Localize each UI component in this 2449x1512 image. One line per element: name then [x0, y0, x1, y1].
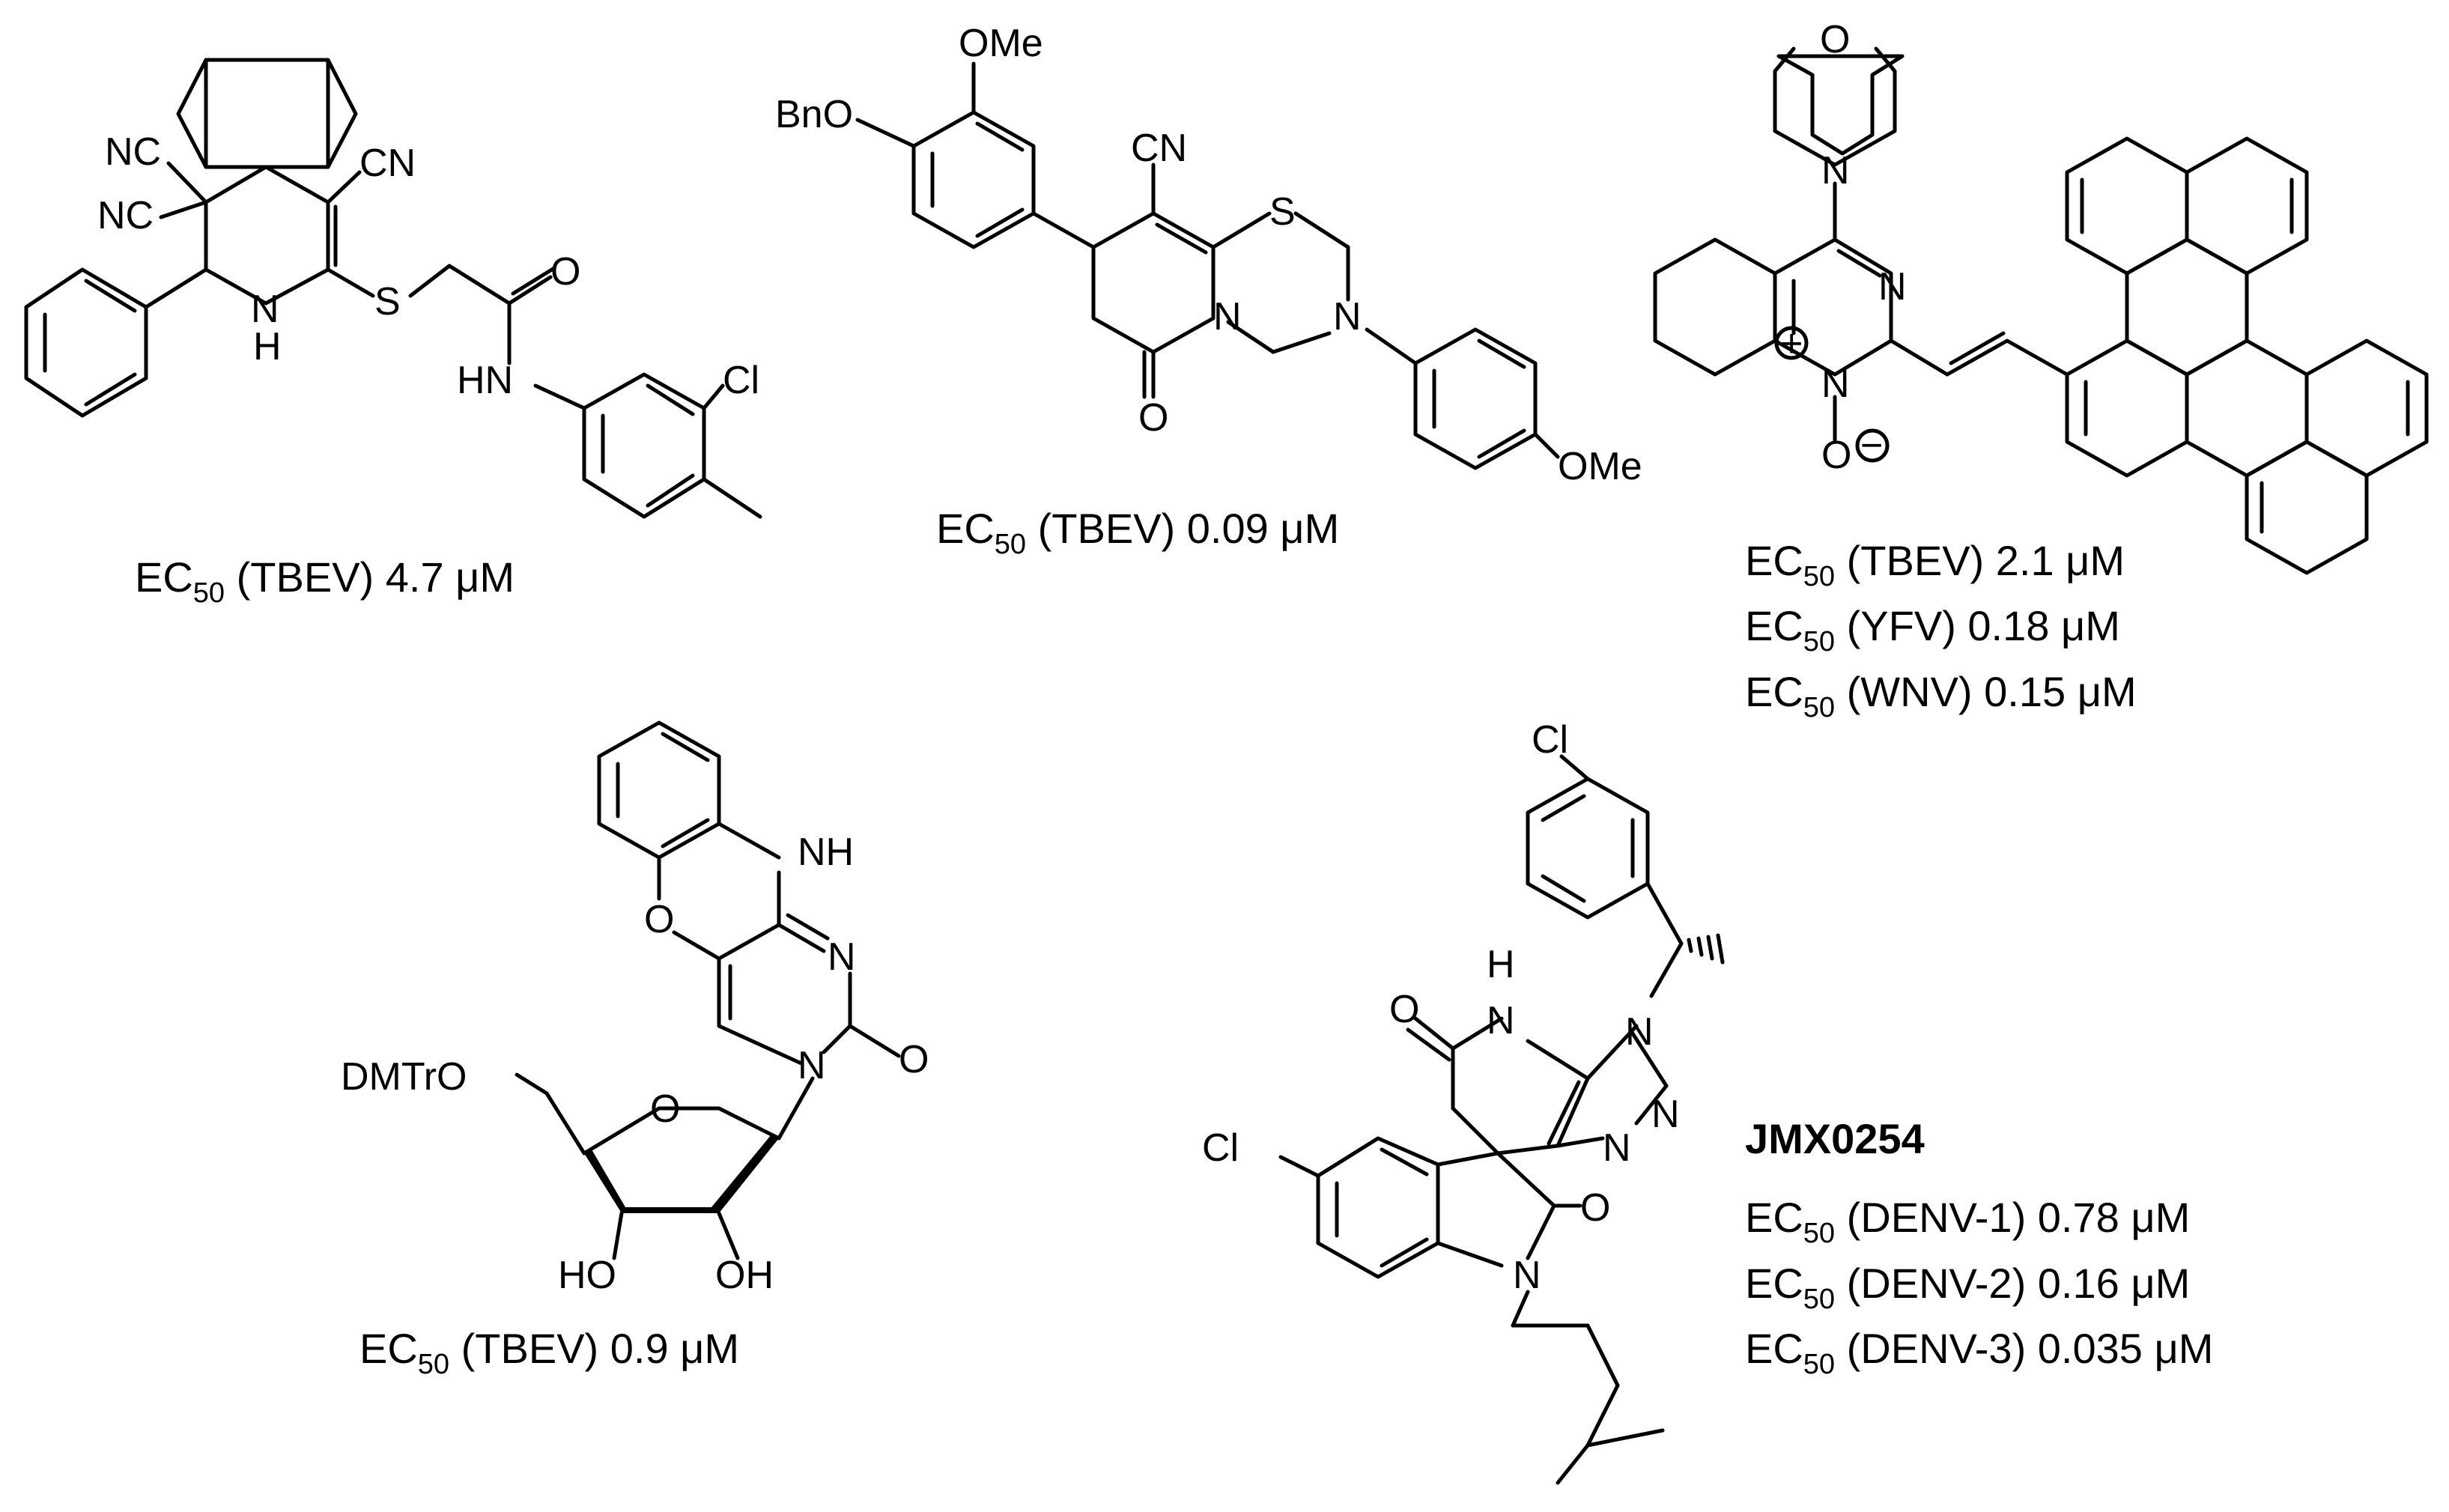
- amine-nitrogen-label: N: [1333, 295, 1362, 338]
- compound-2: OMe BnO CN S N N O OMe EC50 (TBEV) 0.09 …: [775, 22, 1642, 560]
- nc-group-1-label: NC: [105, 130, 161, 174]
- triazole-n1-label: N: [1625, 1010, 1654, 1054]
- lactam-nitrogen-label: N: [1487, 999, 1515, 1042]
- aryl-chlorine-label: Cl: [1202, 1126, 1239, 1170]
- pyrimidine-nitrogen-label: N: [1878, 265, 1907, 309]
- nc-group-2-label: NC: [97, 194, 154, 237]
- pyrimidine-nitrogen-label: N: [828, 935, 856, 979]
- compound-5-ec50-denv3-caption: EC50 (DENV-3) 0.035 μM: [1745, 1325, 2213, 1380]
- lactam-hydrogen-label: H: [1487, 943, 1515, 986]
- compound-1-ec50-caption: EC50 (TBEV) 4.7 μM: [135, 553, 515, 609]
- furanose-oxygen-label: O: [650, 1087, 680, 1131]
- hashed-wedge-bond: [1687, 933, 1725, 965]
- ring-nitrogen-label: N: [1213, 295, 1242, 338]
- oxindole-nitrogen-label: N: [1513, 1254, 1541, 1297]
- nitrile-label: CN: [1131, 127, 1187, 170]
- negative-charge-circle: [1855, 428, 1890, 463]
- n-oxide-nitrogen-label: N: [1821, 362, 1850, 406]
- compound-5-ec50-denv2-caption: EC50 (DENV-2) 0.16 μM: [1745, 1260, 2190, 1315]
- carbonyl-oxygen-label: O: [1138, 396, 1168, 440]
- methoxy-top-label: OMe: [959, 22, 1043, 65]
- compound-4: NH O N N O DMTrO O HO OH EC50 (TBEV) 0.9…: [341, 720, 929, 1380]
- thiadiazine-sulfur-label: S: [1269, 190, 1296, 234]
- chlorine-label: Cl: [723, 359, 759, 402]
- compound-4-ec50-caption: EC50 (TBEV) 0.9 μM: [359, 1325, 739, 1380]
- hydroxyl-2-label: OH: [715, 1254, 774, 1297]
- lactam-oxygen-label: O: [1389, 988, 1419, 1031]
- oxazine-oxygen-label: O: [644, 898, 674, 941]
- nh-label: NH: [798, 831, 854, 874]
- hydroxyl-1-label: HO: [558, 1254, 616, 1297]
- para-chlorine-label: Cl: [1532, 718, 1568, 762]
- compound-5-ec50-denv1-caption: EC50 (DENV-1) 0.78 μM: [1745, 1194, 2190, 1249]
- positive-charge-sign: +: [1780, 322, 1803, 365]
- glycosidic-nitrogen-label: N: [798, 1044, 826, 1087]
- carbonyl-oxygen-label: O: [899, 1038, 929, 1081]
- cn-group-label: CN: [359, 142, 416, 185]
- compound-name-jmx0254: JMX0254: [1745, 1115, 1925, 1162]
- oxindole-oxygen-label: O: [1580, 1186, 1610, 1230]
- compound-3: O N N N + O − EC50 (TBEV) 2.1 μM EC50 (Y…: [1653, 18, 2429, 723]
- compound-3-ec50-wnv-caption: EC50 (WNV) 0.15 μM: [1745, 668, 2137, 723]
- compound-2-ec50-caption: EC50 (TBEV) 0.09 μM: [936, 505, 1339, 560]
- positive-charge-circle: [1774, 326, 1809, 360]
- compound-3-ec50-tbev-caption: EC50 (TBEV) 2.1 μM: [1745, 537, 2125, 592]
- nh-nitrogen-label: N: [251, 288, 279, 331]
- negative-charge-sign: −: [1860, 424, 1883, 467]
- triazole-n2-label: N: [1651, 1093, 1680, 1136]
- compound-1: NC NC CN N H S O HN Cl EC50 (TBEV) 4.7 μ…: [24, 58, 762, 609]
- morpholine-oxygen-label: O: [1820, 18, 1850, 61]
- amide-hn-label: HN: [457, 359, 513, 402]
- sulfur-label: S: [374, 280, 401, 324]
- nh-hydrogen-label: H: [253, 325, 282, 368]
- carbonyl-oxygen-label: O: [550, 250, 580, 294]
- triazole-n3-label: N: [1603, 1126, 1631, 1170]
- methoxy-bottom-label: OMe: [1558, 445, 1642, 488]
- n-oxide-oxygen-label: O: [1821, 434, 1851, 477]
- dmtro-label: DMTrO: [341, 1055, 467, 1099]
- benzyloxy-label: BnO: [775, 93, 853, 136]
- compound-5-jmx0254: Cl H O N N N N Cl O N JMX0254 EC50 (DENV…: [1202, 718, 2213, 1485]
- morpholine-nitrogen-label: N: [1821, 149, 1850, 192]
- compound-3-ec50-yfv-caption: EC50 (YFV) 0.18 μM: [1745, 602, 2120, 658]
